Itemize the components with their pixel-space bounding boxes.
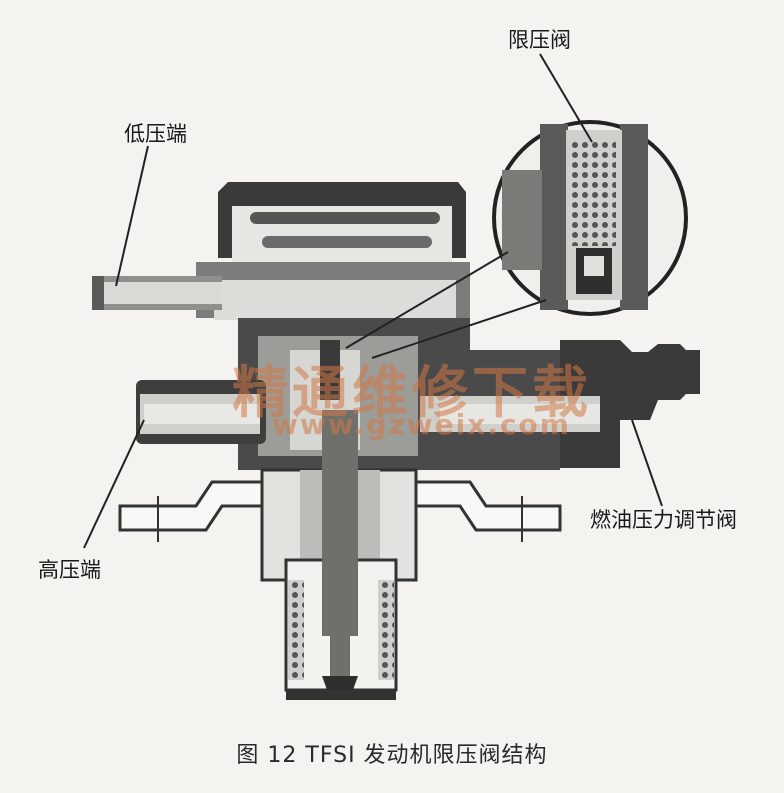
limit-valve-leader bbox=[539, 53, 593, 143]
high-pressure-outlet bbox=[136, 380, 266, 444]
watermark-url: www.gzweix.com bbox=[272, 408, 571, 441]
fuel-pressure-regulator-body bbox=[420, 340, 700, 468]
label-limit-valve: 限压阀 bbox=[508, 28, 571, 52]
regulator-leader bbox=[631, 419, 663, 507]
figure-caption: 图 12 TFSI 发动机限压阀结构 bbox=[236, 743, 548, 768]
low-pressure-inlet-pipe bbox=[92, 276, 222, 310]
plunger bbox=[286, 410, 396, 700]
damper-housing bbox=[196, 182, 470, 320]
limit-valve-magnified-inset bbox=[345, 120, 688, 359]
low-pressure-leader bbox=[115, 145, 149, 287]
high-pressure-leader bbox=[83, 419, 145, 549]
label-fuel-pressure-regulator: 燃油压力调节阀 bbox=[590, 508, 737, 532]
watermark-text: 精通维修下载 bbox=[232, 360, 592, 426]
label-high-pressure-end: 高压端 bbox=[38, 558, 101, 582]
label-low-pressure-end: 低压端 bbox=[124, 122, 187, 146]
